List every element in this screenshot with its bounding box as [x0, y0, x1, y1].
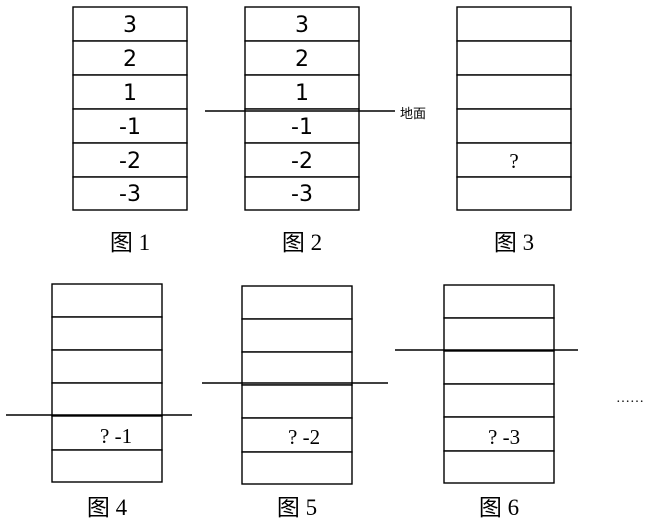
ellipsis: ……: [616, 391, 644, 406]
floor-cell: [443, 317, 555, 352]
floor-cell: [443, 450, 555, 484]
figure-2: 3 2 1 -1 -2 -3 地面 图 2: [205, 6, 426, 255]
floor-cell: [241, 451, 353, 485]
figure-caption: 图 1: [110, 230, 150, 255]
floor-cell: [443, 416, 555, 452]
floor-cell: [244, 142, 360, 178]
floor-label: -3: [291, 182, 313, 207]
figure-caption: 图 2: [282, 230, 322, 255]
floor-label: 1: [123, 81, 137, 106]
floor-cell: [51, 349, 163, 384]
floor-cell: [456, 40, 572, 76]
floor-label: -2: [119, 149, 141, 174]
floor-cell: [51, 283, 163, 318]
floor-label: -2: [291, 149, 313, 174]
floor-cell: [244, 40, 360, 76]
figure-6: ? -3 图 6: [395, 284, 578, 520]
figure-caption: 图 6: [479, 495, 519, 520]
floor-cell: [443, 383, 555, 418]
floor-cell: [456, 142, 572, 178]
unknown-floor-label: ?: [509, 149, 518, 173]
floor-cell: [72, 176, 188, 211]
unknown-floor-label: ? -1: [100, 424, 132, 448]
figure-5: ? -2 图 5: [202, 285, 388, 520]
floor-label: 2: [123, 47, 137, 72]
floor-cell: [72, 108, 188, 144]
floor-cell: [241, 384, 353, 419]
floor-label: -1: [291, 115, 313, 140]
floor-cell: [72, 40, 188, 76]
floor-cell: [456, 6, 572, 42]
floor-cell: [244, 176, 360, 211]
unknown-floor-label: ? -3: [488, 425, 520, 449]
floor-label: -1: [119, 115, 141, 140]
figure-caption: 图 5: [277, 495, 317, 520]
floor-cell: [51, 382, 163, 417]
floor-label: 3: [295, 13, 309, 38]
floor-label: 3: [123, 13, 137, 38]
floor-cell: [456, 176, 572, 211]
floor-cell: [241, 417, 353, 453]
floor-cell: [241, 285, 353, 320]
floor-cell: [443, 284, 555, 319]
figure-4: ? -1 图 4: [6, 283, 192, 520]
floor-cell: [51, 449, 163, 483]
figure-3: ? 图 3: [456, 6, 572, 255]
floor-cell: [51, 316, 163, 351]
unknown-floor-label: ? -2: [288, 425, 320, 449]
floor-label: 2: [295, 47, 309, 72]
floor-cell: [456, 108, 572, 144]
figure-caption: 图 3: [494, 230, 534, 255]
floor-cell: [51, 415, 163, 451]
floor-cell: [241, 351, 353, 386]
floor-cell: [443, 350, 555, 385]
floor-cell: [241, 318, 353, 353]
floor-label: -3: [119, 182, 141, 207]
floor-cell: [72, 6, 188, 42]
figure-1: 3 2 1 -1 -2 -3 图 1: [72, 6, 188, 255]
floor-label: 1: [295, 81, 309, 106]
figure-caption: 图 4: [87, 495, 128, 520]
floor-cell: [456, 74, 572, 110]
floor-cell: [244, 108, 360, 144]
ground-label: 地面: [400, 107, 426, 122]
